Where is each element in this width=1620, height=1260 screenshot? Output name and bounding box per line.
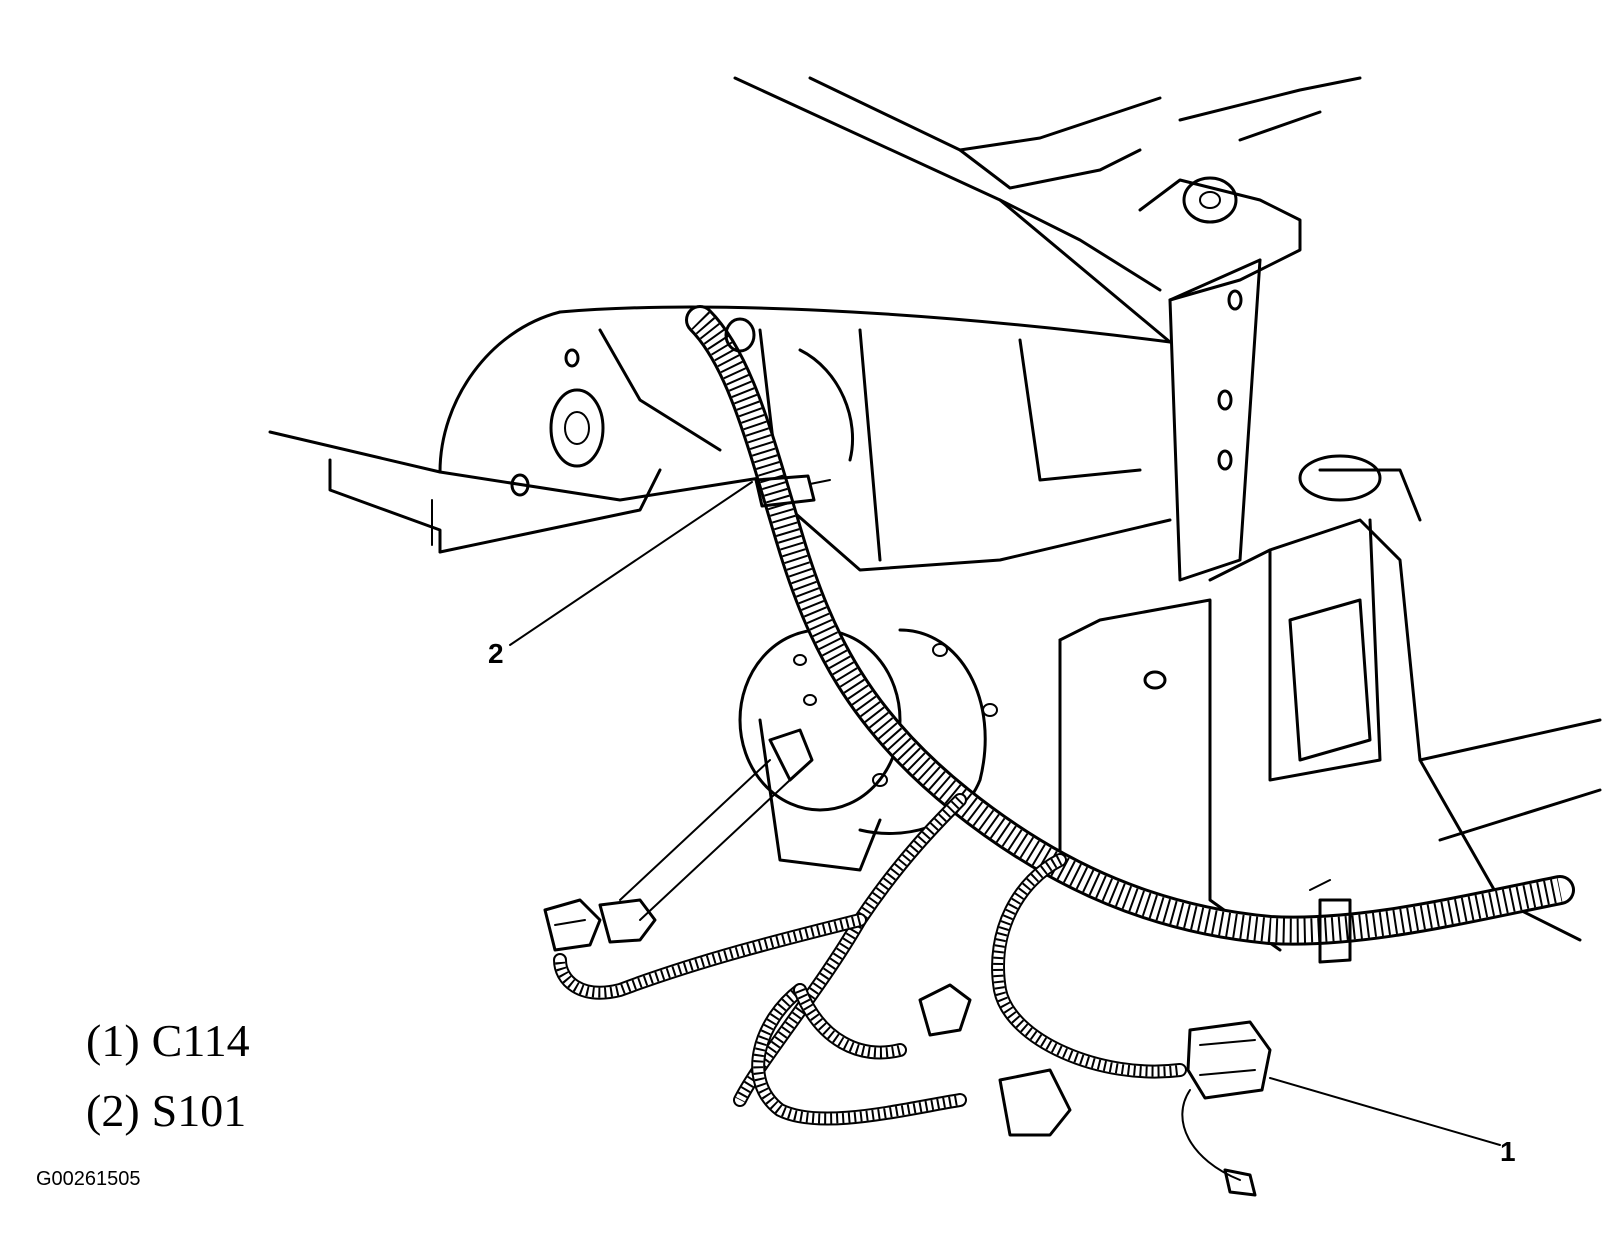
branch-harnesses [553, 793, 1187, 1126]
legend-number: (1) [86, 1015, 140, 1066]
callout-2: 2 [488, 638, 504, 669]
legend-number: (2) [86, 1085, 140, 1136]
legend-item-c114: (1)C114 [86, 1018, 250, 1064]
legend-label: C114 [151, 1015, 250, 1066]
callout-1: 1 [1500, 1136, 1516, 1167]
main-harness-conduit [685, 305, 1575, 964]
connectors [543, 898, 1272, 1197]
legend-item-s101: (2)S101 [86, 1088, 246, 1134]
figure-id: G00261505 [36, 1168, 141, 1190]
vehicle-structure [268, 76, 1602, 952]
legend-label: S101 [151, 1085, 247, 1136]
leader-lines [509, 481, 1501, 1146]
